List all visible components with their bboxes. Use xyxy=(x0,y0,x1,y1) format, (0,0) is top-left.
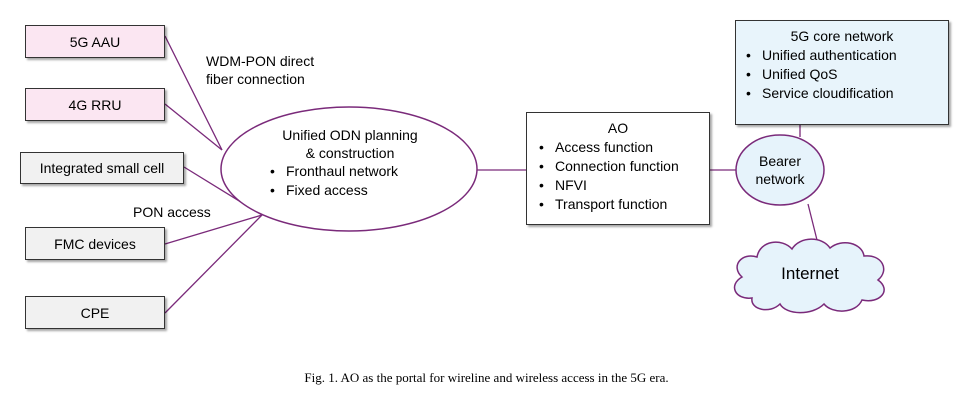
node-integrated-small-cell: Integrated small cell xyxy=(20,152,184,184)
core-network-items: Unified authentication Unified QoS Servi… xyxy=(740,46,948,103)
ao-item: Connection function xyxy=(533,157,709,176)
node-fmc-devices: FMC devices xyxy=(25,227,165,260)
wdm-pon-label-line1: WDM-PON direct xyxy=(206,53,315,69)
node-4g-rru-label: 4G RRU xyxy=(68,96,122,113)
pon-access-label: PON access xyxy=(133,204,211,220)
wdm-pon-label-line2: fiber connection xyxy=(206,71,305,87)
link-fmc-odn xyxy=(164,214,263,245)
node-cpe: CPE xyxy=(25,296,165,329)
ao-box: AO Access function Connection function N… xyxy=(526,112,710,225)
ao-item: Transport function xyxy=(533,195,709,214)
odn-title-line1: Unified ODN planning xyxy=(282,127,418,143)
core-network-title: 5G core network xyxy=(790,28,894,44)
bearer-ellipse xyxy=(735,134,825,206)
ao-item: Access function xyxy=(533,138,709,157)
core-network-item: Unified QoS xyxy=(740,65,948,84)
bearer-line1: Bearer xyxy=(758,153,802,169)
core-network-item: Service cloudification xyxy=(740,84,948,103)
node-5g-aau-label: 5G AAU xyxy=(69,33,121,50)
internet-cloud xyxy=(733,238,885,314)
node-integrated-small-cell-label: Integrated small cell xyxy=(39,160,165,176)
link-cpe-odn xyxy=(164,214,263,314)
odn-items: Fronthaul network Fixed access xyxy=(264,162,450,200)
node-fmc-devices-label: FMC devices xyxy=(54,235,136,252)
ao-items: Access function Connection function NFVI… xyxy=(533,138,709,214)
core-network-item: Unified authentication xyxy=(740,46,948,65)
internet-label: Internet xyxy=(781,264,839,283)
figure-caption: Fig. 1. AO as the portal for wireline an… xyxy=(304,370,669,385)
node-cpe-label: CPE xyxy=(80,304,110,321)
bearer-network-label: Bearer network xyxy=(736,152,824,188)
odn-text: Unified ODN planning & construction Fron… xyxy=(250,126,450,200)
odn-item: Fronthaul network xyxy=(264,162,450,181)
odn-title-line2: & construction xyxy=(305,145,395,161)
node-5g-aau: 5G AAU xyxy=(25,25,165,58)
wdm-pon-label: WDM-PON direct fiber connection xyxy=(206,52,314,88)
node-4g-rru: 4G RRU xyxy=(25,88,165,121)
bearer-line2: network xyxy=(755,171,805,187)
link-aau-odn xyxy=(164,35,223,151)
link-rru-odn xyxy=(164,103,223,151)
odn-item: Fixed access xyxy=(264,181,450,200)
ao-title: AO xyxy=(607,120,629,136)
ao-item: NFVI xyxy=(533,176,709,195)
core-network-box: 5G core network Unified authentication U… xyxy=(735,20,949,125)
